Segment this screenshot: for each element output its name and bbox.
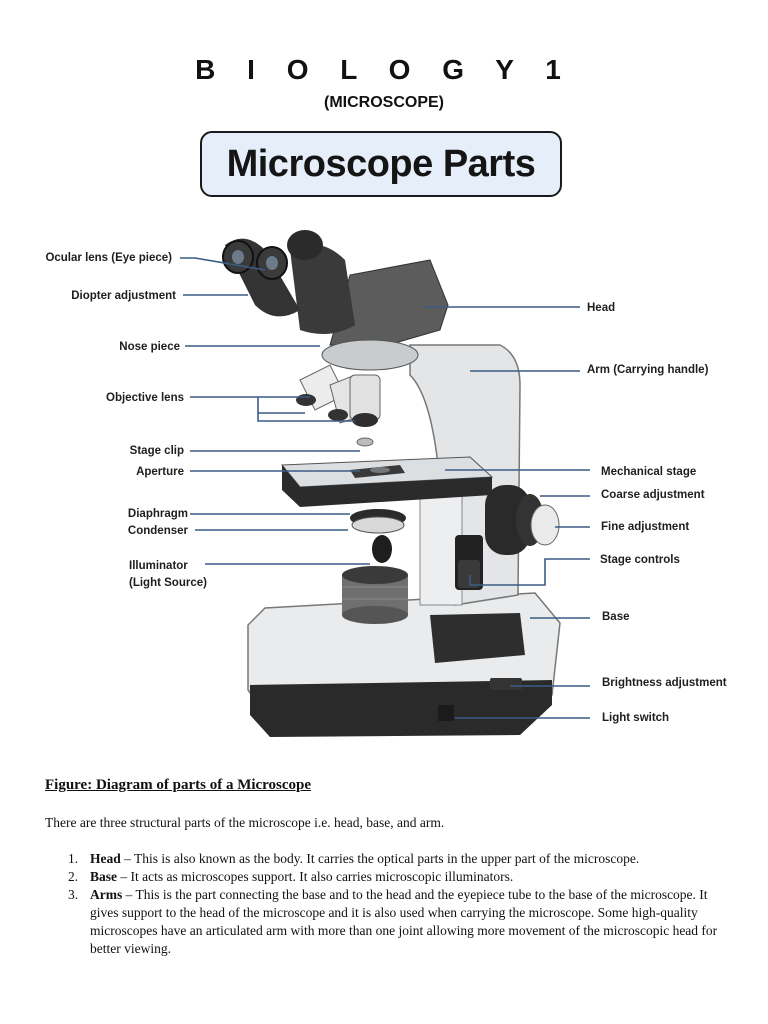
label-coarse-adjustment: Coarse adjustment (601, 489, 705, 501)
focus-knobs (455, 485, 560, 590)
list-item-text: – It acts as microscopes support. It als… (117, 869, 514, 884)
microscope-stage (280, 437, 494, 507)
list-item: 3. Arms – This is the part connecting the… (45, 886, 735, 958)
label-nose-piece: Nose piece (119, 341, 180, 353)
label-light-source: (Light Source) (129, 577, 207, 589)
microscope-diagram: Ocular lens (Eye piece) Diopter adjustme… (0, 215, 768, 755)
label-aperture: Aperture (136, 466, 184, 478)
label-mechanical-stage: Mechanical stage (601, 466, 697, 478)
structural-parts-list: 1. Head – This is also known as the body.… (45, 850, 735, 958)
page-title: B I O L O G Y 1 (195, 54, 573, 85)
list-item-number: 2. (68, 869, 79, 884)
list-item-text: – This is the part connecting the base a… (90, 887, 718, 956)
label-arm: Arm (Carrying handle) (587, 364, 709, 376)
figure-caption: Figure: Diagram of parts of a Microscope (45, 777, 312, 793)
list-item: 2. Base – It acts as microscopes support.… (45, 868, 735, 886)
list-item-term: Head (90, 851, 121, 866)
microscope-head (222, 230, 449, 346)
list-item: 1. Head – This is also known as the body.… (45, 850, 735, 868)
label-brightness-adjustment: Brightness adjustment (602, 677, 727, 689)
intro-paragraph: There are three structural parts of the … (45, 815, 445, 830)
list-item-text: – This is also known as the body. It car… (120, 851, 640, 866)
light-switch-button (438, 705, 454, 721)
label-stage-controls: Stage controls (600, 554, 680, 566)
list-item-term: Arms (90, 887, 123, 902)
label-ocular-lens: Ocular lens (Eye piece) (45, 252, 172, 264)
label-light-switch: Light switch (602, 712, 670, 724)
microscope-base (247, 592, 561, 737)
condenser-illuminator (342, 509, 408, 624)
list-item-term: Base (90, 869, 117, 884)
label-fine-adjustment: Fine adjustment (601, 521, 690, 533)
label-base: Base (602, 611, 630, 623)
label-diopter-adjustment: Diopter adjustment (71, 290, 176, 302)
diagram-banner: Microscope Parts (200, 131, 562, 197)
label-diaphragm: Diaphragm (127, 508, 188, 520)
leader-lines (180, 257, 590, 719)
page-subtitle: (MICROSCOPE) (324, 94, 444, 111)
label-condenser: Condenser (127, 525, 188, 537)
label-objective-lens: Objective lens (106, 392, 184, 404)
list-item-number: 3. (68, 887, 79, 902)
label-head: Head (587, 302, 616, 314)
microscope-illustration (180, 230, 590, 737)
label-stage-clip: Stage clip (129, 445, 184, 457)
label-illuminator: Illuminator (129, 560, 188, 572)
brightness-dial (490, 678, 522, 690)
nosepiece-objectives (296, 339, 419, 427)
list-item-number: 1. (68, 851, 79, 866)
